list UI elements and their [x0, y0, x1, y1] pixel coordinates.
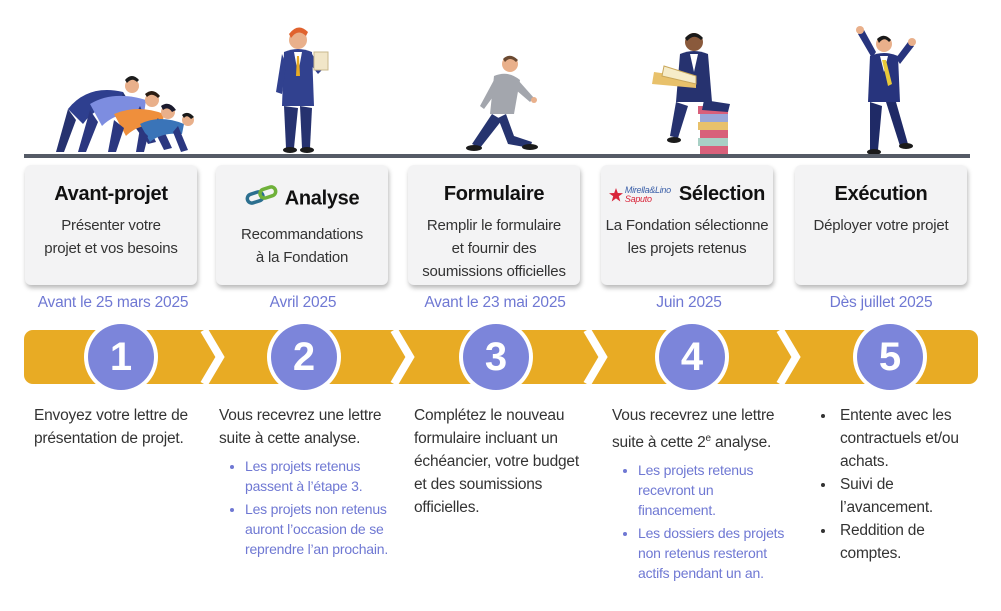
list-item: Les dossiers des projets non retenus res…: [638, 523, 788, 583]
card-description: La Fondation sélectionne les projets ret…: [605, 217, 769, 257]
card-title-row: Analyse: [216, 183, 388, 215]
list-item: Les projets retenus passent à l’étape 3.: [245, 456, 399, 496]
list-item: Entente avec les contractuels et/ou acha…: [836, 404, 962, 473]
card-description: Présenter votre projet et vos besoins: [44, 217, 178, 257]
illustration-racers: [28, 14, 208, 156]
chevron-right-icon: [583, 330, 608, 384]
step-4-bullets: Les projets retenus recevront un finance…: [612, 460, 788, 583]
illustration-runner: [410, 14, 590, 156]
illustration-reader: [604, 14, 784, 156]
step-1-text: Envoyez votre lettre de présentation de …: [34, 407, 188, 447]
mirella-lino-saputo-logo-icon: Mirella&Lino Saputo: [608, 185, 671, 204]
card-execution: Exécution Déployer votre projet: [795, 165, 967, 285]
card-avant-projet: Avant-projet Présenter votre projet et v…: [25, 165, 197, 285]
chevron-right-icon: [390, 330, 415, 384]
step-2-bullets: Les projets retenus passent à l’étape 3.…: [219, 456, 399, 559]
illustration-presenter: [214, 14, 394, 156]
step-3-text: Complétez le nouveau formulaire incluant…: [414, 407, 579, 516]
step-number: 2: [271, 324, 337, 390]
step-number: 1: [88, 324, 154, 390]
celebrating-man-figure: [856, 26, 916, 155]
card-title: Sélection: [678, 183, 766, 205]
step-number-circle: 5: [853, 320, 927, 394]
step-number: 5: [857, 324, 923, 390]
card-analyse: Analyse Recommandations à la Fondation: [216, 165, 388, 285]
card-description: Déployer votre projet: [813, 217, 949, 234]
step-date: Juin 2025: [656, 294, 722, 311]
red-star-icon: [608, 187, 623, 201]
card-formulaire: Formulaire Remplir le formulaire et four…: [408, 165, 580, 285]
card-title: Exécution: [834, 183, 928, 205]
list-item: Suivi de l’avancement.: [836, 473, 962, 519]
runner-4-figure: [136, 112, 194, 152]
list-item: Les projets non retenus auront l’occasio…: [245, 499, 399, 559]
step-date: Avril 2025: [269, 294, 337, 311]
top-divider-line: [24, 154, 970, 158]
illustration-celebrate: [796, 14, 976, 156]
chain-link-logo-icon: [245, 183, 279, 215]
list-item: Reddition de comptes.: [836, 519, 962, 565]
step-date: Dès juillet 2025: [829, 294, 933, 311]
card-description: Recommandations à la Fondation: [240, 226, 364, 266]
card-selection: Mirella&Lino Saputo Sélection La Fondati…: [601, 165, 773, 285]
presenter-figure: [276, 27, 329, 153]
step-2-text: Vous recevrez une lettre suite à cette a…: [219, 404, 399, 562]
card-description: Remplir le formulaire et fournir des sou…: [422, 217, 566, 280]
step-number-circle: 2: [267, 320, 341, 394]
card-title: Analyse: [284, 187, 360, 210]
chevron-right-icon: [776, 330, 801, 384]
list-item: Les projets retenus recevront un finance…: [638, 460, 788, 520]
step-number: 3: [463, 324, 529, 390]
step-number-circle: 3: [459, 320, 533, 394]
step-number-circle: 4: [655, 320, 729, 394]
step-date: Avant le 23 mai 2025: [424, 294, 566, 311]
book-stack-figure: [698, 106, 728, 154]
step-4-text: Vous recevrez une lettre suite à cette 2…: [612, 404, 788, 586]
step-date: Avant le 25 mars 2025: [37, 294, 189, 311]
step-number: 4: [659, 324, 725, 390]
card-title: Formulaire: [443, 183, 545, 205]
card-title-row: Mirella&Lino Saputo Sélection: [601, 183, 773, 206]
card-title: Avant-projet: [54, 183, 168, 205]
step-5-bullets: Entente avec les contractuels et/ou acha…: [812, 404, 962, 565]
reader-figure: [652, 33, 730, 143]
running-man-figure: [466, 55, 538, 151]
step-5-text: Entente avec les contractuels et/ou acha…: [812, 404, 962, 565]
step-number-circle: 1: [84, 320, 158, 394]
chevron-right-icon: [200, 330, 225, 384]
